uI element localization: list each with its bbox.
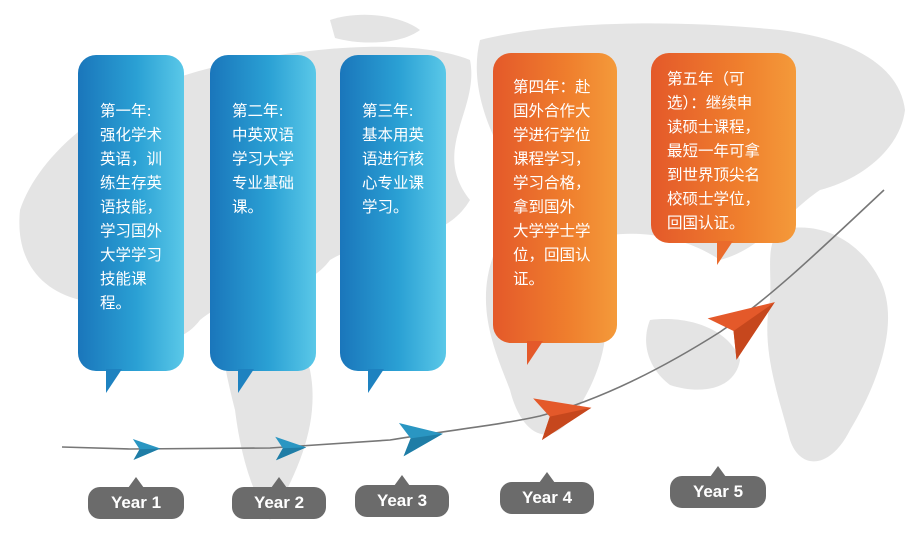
- year-3-callout: 第三年: 基本用英 语进行核 心专业课 学习。: [340, 55, 446, 393]
- year-2-description: 第二年: 中英双语 学习大学 专业基础 课。: [232, 102, 295, 216]
- year-5-callout: 第五年（可 选）：继续申 读硕士课程， 最短一年可拿 到世界顶尖名 校硕士学位，…: [651, 53, 796, 265]
- year-5-description: 第五年（可 选）：继续申 读硕士课程， 最短一年可拿 到世界顶尖名 校硕士学位，…: [667, 70, 761, 232]
- year-2-label: Year 2: [232, 477, 326, 519]
- year-3-label: Year 3: [355, 475, 449, 517]
- year-1-label: Year 1: [88, 477, 184, 519]
- year-5-label: Year 5: [670, 466, 766, 508]
- year-4-label: Year 4: [500, 472, 594, 514]
- year-2-callout: 第二年: 中英双语 学习大学 专业基础 课。: [210, 55, 316, 393]
- year-3-description: 第三年: 基本用英 语进行核 心专业课 学习。: [362, 102, 425, 216]
- year-1-description: 第一年: 强化学术 英语，训 练生存英 语技能， 学习国外 大学学习 技能课 程…: [100, 102, 163, 312]
- paper-plane-icon: [707, 302, 775, 360]
- year-1-callout: 第一年: 强化学术 英语，训 练生存英 语技能， 学习国外 大学学习 技能课 程…: [78, 55, 184, 393]
- year-4-description: 第四年：赴 国外合作大 学进行学位 课程学习， 学习合格， 拿到国外 大学学士学…: [513, 78, 591, 288]
- flight-path: [61, 189, 885, 450]
- year-4-callout: 第四年：赴 国外合作大 学进行学位 课程学习， 学习合格， 拿到国外 大学学士学…: [493, 53, 617, 365]
